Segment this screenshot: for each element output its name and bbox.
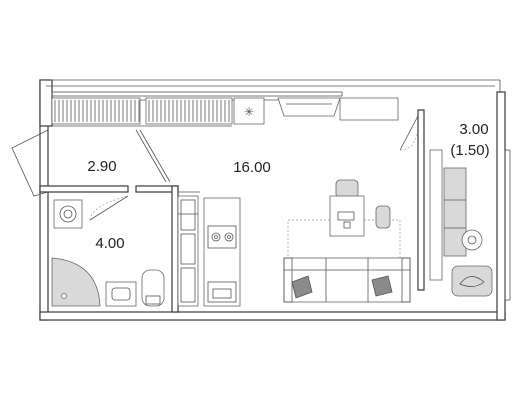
area-label-main-room: 16.00 [233,159,271,176]
kitchen-column [177,195,199,307]
cooktop-icon [207,225,237,249]
dining-chair-right [375,205,391,229]
dining-chair-top [335,179,359,199]
bathroom-sink [105,281,137,307]
area-label-balcony-reduced: (1.50) [450,142,489,159]
washing-machine-icon [59,205,77,223]
toilet [141,269,165,307]
washing-machine [53,199,83,229]
area-label-corridor: 2.90 [87,158,116,175]
dining-area [287,179,401,259]
shower [51,257,101,307]
kitchen-hood [277,97,341,117]
kitchen-worktop [203,197,241,307]
balcony-door [399,109,425,291]
wardrobe-right [145,97,233,125]
fridge: ✳ [233,97,265,125]
entrance-door [11,129,171,197]
upper-cabinet [339,97,399,121]
snowflake-icon: ✳ [244,105,254,119]
area-label-bathroom: 4.00 [95,235,124,252]
area-label-balcony: 3.00 [459,121,488,138]
oven-icon [207,281,237,303]
robot-vacuum-icon [461,229,483,251]
sofa [283,257,411,303]
outer-walls [39,79,511,321]
wardrobe-left [51,97,141,125]
balcony-furniture [429,149,493,297]
bathroom-door [89,195,129,221]
